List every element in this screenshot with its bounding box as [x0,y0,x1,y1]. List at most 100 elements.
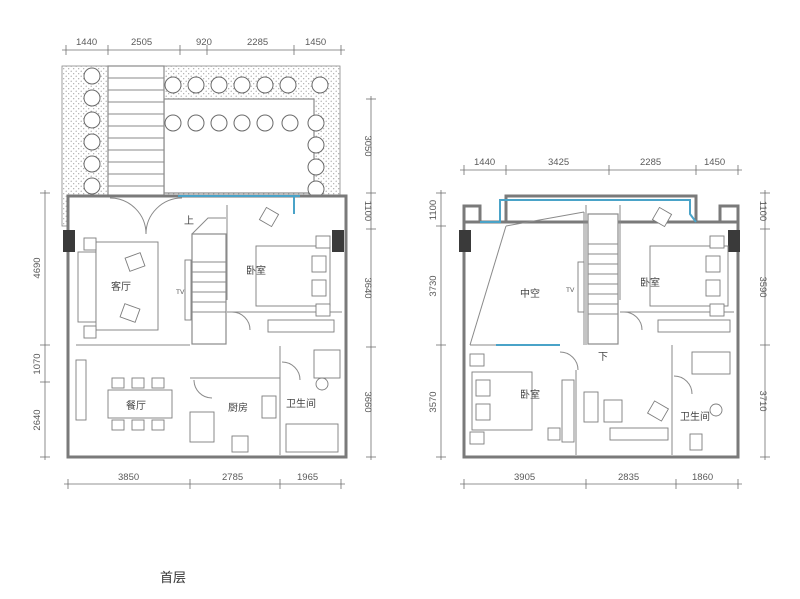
armchair [124,252,146,272]
ground-bedroom: 卧室 [231,206,335,333]
nightstand [315,235,331,249]
dim-label: 3640 [362,277,373,298]
dim-label: 3710 [757,390,768,411]
stool [603,399,623,423]
dim-label: 3730 [428,275,439,296]
armchair [646,400,670,422]
tv-cabinet [577,261,585,313]
chair [131,419,145,431]
dim-label: 1965 [297,472,318,483]
pillow [311,279,327,297]
dim-label: 1070 [32,353,43,374]
room-label-bathroom: 卫生间 [286,397,316,410]
bed [255,245,331,307]
chair [547,427,561,441]
entry-door[interactable] [109,197,183,235]
stove [231,435,249,453]
nightstand [709,303,725,317]
dim-label: 1100 [362,201,373,221]
refrigerator [189,411,215,443]
upper-left-dimensions: 1100 3730 3570 [428,190,446,460]
dim-label: 2640 [32,409,43,430]
chair [151,419,165,431]
floor-caption: 首层 [160,570,186,585]
cabinet [609,427,669,441]
room-label-bedroom-a: 卧室 [640,276,660,289]
dim-label: 1440 [76,37,97,48]
toilet-icon [315,377,329,391]
ground-floor-plan: 1440 2505 920 2285 1450 [32,37,376,489]
desk-chair [258,206,280,228]
room-label-bedroom: 卧室 [246,264,266,277]
wardrobe [267,319,335,333]
dining-room: 餐厅 [75,359,173,431]
dim-label: 3905 [514,472,535,483]
living-room: TV 客厅 [77,237,192,339]
wardrobe [657,319,731,333]
shower [285,423,339,453]
dim-label: 3850 [118,472,139,483]
dim-label: 1100 [428,200,439,220]
nightstand [315,303,331,317]
nightstand [469,353,485,367]
dim-label: 1440 [474,157,495,168]
dim-label: 3050 [362,135,373,156]
ground-right-dimensions: 3050 1100 3640 3660 [362,96,376,460]
vanity [691,351,731,375]
dim-label: 3590 [757,276,768,297]
pillow [705,279,721,297]
upper-bathroom: 卫生间 [673,351,731,451]
dim-label: 3425 [548,157,569,168]
dim-label: 3660 [362,391,373,412]
dim-label: 1450 [704,157,725,168]
stair-down-label: 下 [598,352,608,363]
dining-table [107,389,173,419]
tree-icons [83,67,329,198]
staircase-up[interactable]: 上 [184,215,227,345]
dim-label: 3570 [428,391,439,412]
ground-bottom-dimensions: 3850 2785 1965 [64,472,345,489]
desk [583,391,599,423]
wardrobe [561,379,575,443]
multi-purpose-area [583,391,670,441]
staircase-down[interactable]: 下 [587,213,619,363]
sideboard [75,359,87,421]
dim-label: 1450 [305,37,326,48]
sofa [77,251,97,323]
dim-label: 4690 [32,257,43,278]
room-label-dining: 餐厅 [126,399,146,412]
toilet [689,433,703,451]
bed [649,245,729,307]
upper-bedroom-b: 卧室 [469,351,579,445]
tv-label: TV [566,287,575,294]
room-label-upper-bathroom: 卫生间 [680,410,710,423]
chair [111,377,125,389]
dim-label: 2835 [618,472,639,483]
tv-label: TV [176,289,185,296]
dim-label: 2285 [247,37,268,48]
pillow [311,255,327,273]
dim-label: 1100 [757,201,768,221]
dim-label: 2285 [640,157,661,168]
upper-bottom-dimensions: 3905 2835 1860 [460,472,742,489]
sink [261,395,277,419]
upper-right-dimensions: 1100 3590 3710 [757,190,770,460]
pillow [475,379,491,397]
room-label-kitchen: 厨房 [228,401,248,414]
tv-cabinet [184,259,192,321]
desk-chair [651,206,673,228]
nightstand [709,235,725,249]
room-label-living: 客厅 [111,280,131,293]
dim-label: 2785 [222,472,243,483]
side-table [83,237,97,251]
ground-bathroom: 卫生间 [281,349,341,453]
chair [111,419,125,431]
toilet-icon [709,403,723,417]
room-label-void: 中空 [520,287,540,300]
upper-floor-plan: 1440 3425 2285 1450 1100 3730 3570 1100 … [428,157,770,489]
dim-label: 1860 [692,472,713,483]
stair-up-label: 上 [184,215,194,227]
nightstand [469,431,485,445]
room-label-bedroom-b: 卧室 [520,388,540,401]
chair [151,377,165,389]
